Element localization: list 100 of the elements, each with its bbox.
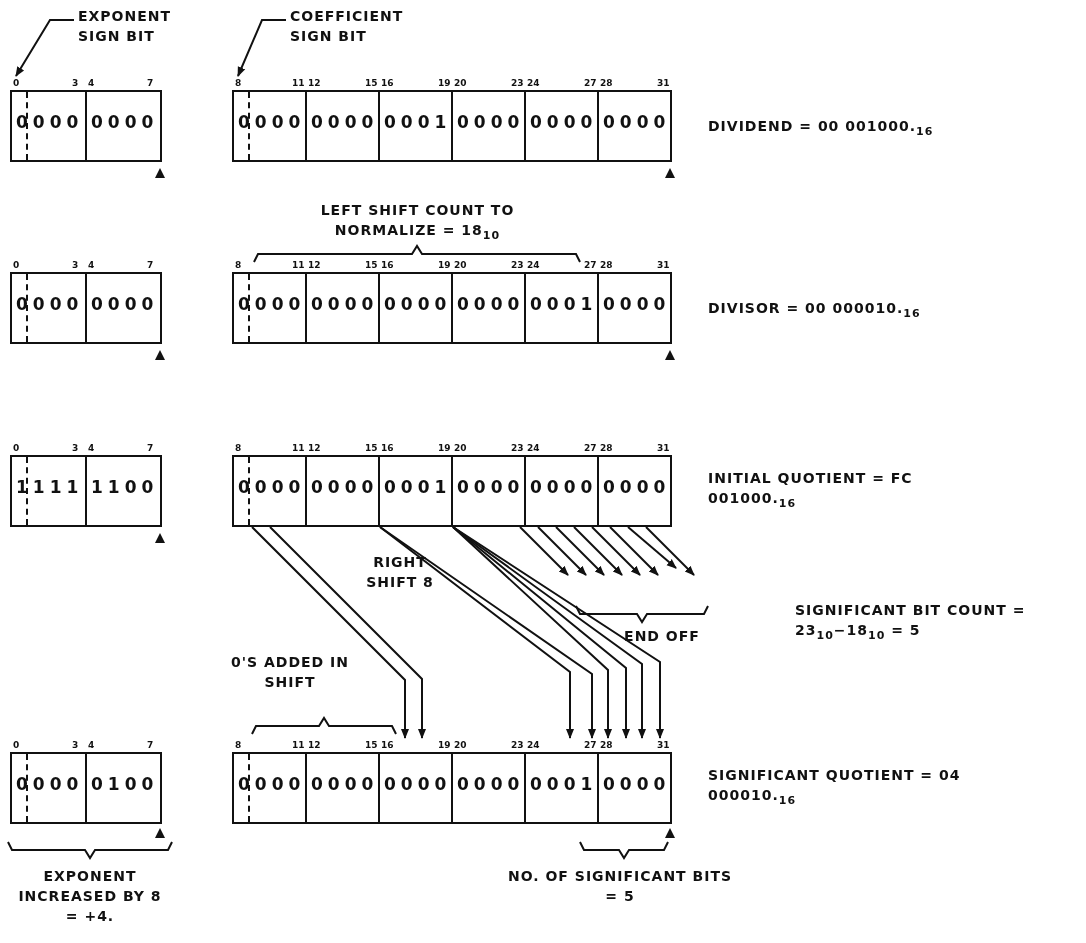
register-cell [524,752,599,824]
bit-values: 0000 [238,774,306,794]
bit-number: 12 [308,740,321,750]
bit-number: 16 [381,260,394,270]
bit-number: 16 [381,740,394,750]
shift-arrow [555,526,605,576]
bit-number: 31 [657,740,670,750]
bit-number: 19 [438,443,451,453]
bit-values: 1100 [91,477,159,497]
bit-values: 0000 [384,294,452,314]
bit-values: 0000 [530,477,598,497]
bit-values: 1111 [16,477,84,497]
bit-values: 0001 [384,477,452,497]
bit-number: 15 [365,260,378,270]
annotation-text: LEFT SHIFT COUNT TO NORMALIZE = 18$_{10}$ [319,201,516,244]
bit-values: 0000 [311,112,379,132]
leader-arrow [15,19,75,77]
bit-number: 19 [438,740,451,750]
annotation-text: NO. OF SIGNIFICANT BITS = 5 [506,867,734,906]
bit-number: 12 [308,78,321,88]
annotation-text: 0'S ADDED IN SHIFT [229,653,350,692]
register-cell [85,90,162,162]
bit-number: 11 [292,260,305,270]
register-cell [10,90,87,162]
value-caption: SIGNIFICANT QUOTIENT = 04 000010.$_{16}$ [708,766,962,809]
bit-number: 3 [72,443,79,453]
annotation-text: EXPONENT INCREASED BY 8 = +4. [17,867,163,926]
shift-arrow [251,526,409,739]
register-cell [232,455,307,527]
annotation-text: END OFF [623,627,701,646]
register-cell [85,752,162,824]
bit-number: 3 [72,78,79,88]
bit-number: 23 [511,78,524,88]
bit-number: 19 [438,260,451,270]
register-cell [378,455,453,527]
bit-values: 0000 [457,294,525,314]
bit-values: 0000 [457,774,525,794]
bit-values: 0000 [603,294,671,314]
register-cell [232,90,307,162]
bit-values: 0000 [603,774,671,794]
register-cell [85,272,162,344]
register-cell [232,272,307,344]
register-cell [524,90,599,162]
bit-number: 4 [88,443,95,453]
register-cell [10,455,87,527]
bit-values: 0000 [238,477,306,497]
shift-arrow [573,526,623,576]
bit-number: 28 [600,78,613,88]
bit-number: 23 [511,443,524,453]
bit-values: 0100 [91,774,159,794]
bit-values: 0000 [16,294,84,314]
bit-number: 27 [584,78,597,88]
bit-values: 0001 [530,774,598,794]
bit-number: 23 [511,740,524,750]
register-cell [305,272,380,344]
shift-arrow [609,526,659,576]
register-cell [378,272,453,344]
shift-arrow [519,526,569,576]
callout-text: COEFFICIENT SIGN BIT [290,6,440,46]
register-cell [305,90,380,162]
bit-values: 0000 [91,112,159,132]
bit-number: 24 [527,78,540,88]
bit-number: 11 [292,740,305,750]
register-cell [85,455,162,527]
bit-values: 0000 [603,477,671,497]
register-cell [597,455,672,527]
annotation-text: RIGHT SHIFT 8 [365,553,435,592]
shift-arrow [627,526,677,569]
shift-arrow [591,526,641,576]
bit-values: 0000 [311,774,379,794]
register-cell [524,272,599,344]
bit-number: 20 [454,260,467,270]
bit-number: 28 [600,260,613,270]
register-cell [10,272,87,344]
bit-values: 0000 [530,112,598,132]
bit-number: 15 [365,740,378,750]
bit-number: 15 [365,443,378,453]
bit-number: 4 [88,78,95,88]
value-caption: DIVIDEND = 00 001000.$_{16}$ [708,117,935,140]
register-cell [305,455,380,527]
bit-number: 16 [381,443,394,453]
value-caption: DIVISOR = 00 000010.$_{16}$ [708,299,922,322]
shift-arrow [269,526,426,739]
register-cell [232,752,307,824]
bit-values: 0001 [530,294,598,314]
bit-values: 0000 [91,294,159,314]
bit-values: 0000 [238,112,306,132]
bit-number: 20 [454,78,467,88]
leader-arrow [237,19,287,77]
register-cell [451,90,526,162]
bit-values: 0000 [16,774,84,794]
bit-number: 27 [584,260,597,270]
register-cell [451,272,526,344]
register-cell [597,752,672,824]
bit-number: 11 [292,443,305,453]
bit-number: 27 [584,740,597,750]
bit-number: 20 [454,740,467,750]
bit-values: 0000 [457,112,525,132]
bit-number: 24 [527,443,540,453]
value-caption: INITIAL QUOTIENT = FC 001000.$_{16}$ [708,469,914,512]
